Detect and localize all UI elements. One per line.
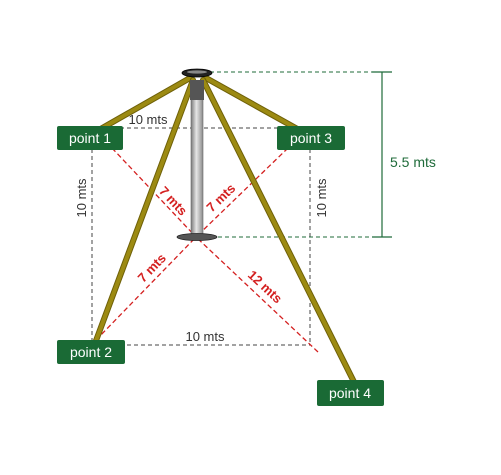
label-distance-point3: 7 mts — [203, 181, 238, 215]
point4-badge: point 4 — [317, 380, 384, 406]
label-height: 5.5 mts — [390, 154, 436, 170]
rope-to-point2 — [92, 78, 195, 348]
label-top-side: 10 mts — [128, 112, 168, 127]
distance-lines — [95, 147, 319, 353]
distance-line-point4 — [195, 236, 319, 353]
pole-shaft — [190, 83, 204, 238]
height-dimension — [372, 71, 392, 238]
point1-label: point 1 — [69, 130, 111, 146]
point3-label: point 3 — [290, 130, 332, 146]
label-right-side: 10 mts — [314, 178, 329, 218]
distance-line-point3 — [195, 147, 289, 238]
point2-label: point 2 — [70, 344, 112, 360]
pole-collar — [190, 80, 204, 100]
guy-ropes — [87, 75, 357, 385]
pole-top-cap-highlight — [187, 70, 207, 74]
point2-badge: point 2 — [57, 340, 125, 364]
rope-to-point1 — [88, 76, 192, 137]
point4-label: point 4 — [329, 385, 371, 401]
distance-line-point2 — [95, 236, 197, 341]
point3-badge: point 3 — [277, 126, 345, 150]
distance-line-point1 — [111, 147, 197, 238]
point1-badge: point 1 — [57, 126, 123, 150]
pole — [176, 68, 218, 241]
rope-to-point4 — [201, 78, 356, 384]
label-bottom-side: 10 mts — [185, 329, 225, 344]
label-distance-point2: 7 mts — [135, 250, 169, 285]
label-distance-point4: 12 mts — [245, 267, 285, 306]
pole-base-plate — [176, 233, 218, 241]
label-left-side: 10 mts — [74, 178, 89, 218]
